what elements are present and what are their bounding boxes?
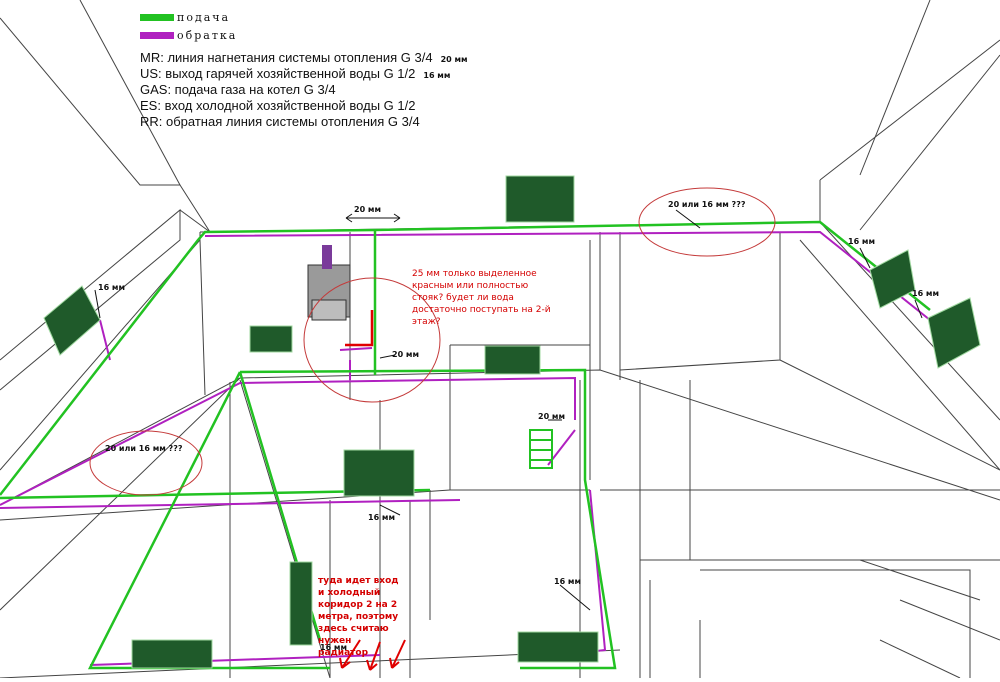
dim-bottom: 16 мм xyxy=(320,643,347,652)
radiator-back-wall xyxy=(505,175,575,223)
dim-stair: 20 мм xyxy=(538,412,565,421)
radiator-left-wall xyxy=(43,285,101,356)
code-es: ES: вход холодной хозяйственной воды G 1… xyxy=(140,98,415,113)
code-mr-size: 20 мм xyxy=(440,55,468,64)
note-corridor: туда идет вход и холодный коридор 2 на 2… xyxy=(318,576,399,658)
dim-riser: 20 мм xyxy=(392,350,419,359)
code-gas-text: GAS: подача газа на котел G 3/4 xyxy=(140,82,336,97)
code-gas: GAS: подача газа на котел G 3/4 xyxy=(140,82,336,97)
dim-right-radiator-b: 16 мм xyxy=(912,289,939,298)
legend-return-label: обратка xyxy=(177,29,238,42)
radiator-bottom-left xyxy=(131,639,213,669)
riser-highlight xyxy=(345,310,374,347)
radiator-bottom-right xyxy=(517,631,599,663)
code-us-size: 16 мм xyxy=(423,71,451,80)
legend-supply-label: подача xyxy=(177,11,231,24)
radiator-stair-room xyxy=(484,345,541,375)
code-mr: MR: линия нагнетания системы отопления G… xyxy=(140,50,468,65)
dim-center-radiator: 16 мм xyxy=(368,513,395,522)
legend-supply-swatch xyxy=(140,14,174,21)
dim-right-radiator-a: 16 мм xyxy=(848,237,875,246)
stair xyxy=(529,429,553,469)
legend-return-swatch xyxy=(140,32,174,39)
code-rr: RR: обратная линия системы отопления G 3… xyxy=(140,114,420,129)
dim-lower-right: 16 мм xyxy=(554,577,581,586)
supply-pipes xyxy=(0,220,931,670)
code-us: US: выход гарячей хозяйственной воды G 1… xyxy=(140,66,450,81)
dim-top-arrow: 20 мм xyxy=(354,205,381,214)
question-left: 20 или 16 мм ??? xyxy=(105,444,183,453)
code-es-text: ES: вход холодной хозяйственной воды G 1… xyxy=(140,98,416,113)
leaders xyxy=(94,209,923,611)
red-arrow-1 xyxy=(339,639,361,669)
note-riser: 25 мм только выделенное красным или полн… xyxy=(412,269,551,327)
radiators xyxy=(43,175,981,669)
question-right: 20 или 16 мм ??? xyxy=(668,200,746,209)
radiator-right-a xyxy=(869,249,916,309)
red-arrow-3 xyxy=(389,639,406,669)
dim-left-radiator: 16 мм xyxy=(98,283,125,292)
radiator-right-b xyxy=(927,297,981,369)
radiator-corridor xyxy=(289,561,313,646)
ellipse-left xyxy=(89,430,203,496)
boiler xyxy=(307,245,351,321)
question-ellipses xyxy=(89,187,776,496)
code-rr-text: RR: обратная линия системы отопления G 3… xyxy=(140,114,420,129)
ellipse-right xyxy=(638,187,776,257)
red-arrows xyxy=(339,639,406,671)
code-us-text: US: выход гарячей хозяйственной воды G 1… xyxy=(140,66,416,81)
radiator-center xyxy=(343,449,415,497)
code-mr-text: MR: линия нагнетания системы отопления G… xyxy=(140,50,433,65)
ellipse-boiler xyxy=(303,277,441,403)
radiator-boiler-room xyxy=(249,325,293,353)
red-arrow-2 xyxy=(366,641,381,671)
